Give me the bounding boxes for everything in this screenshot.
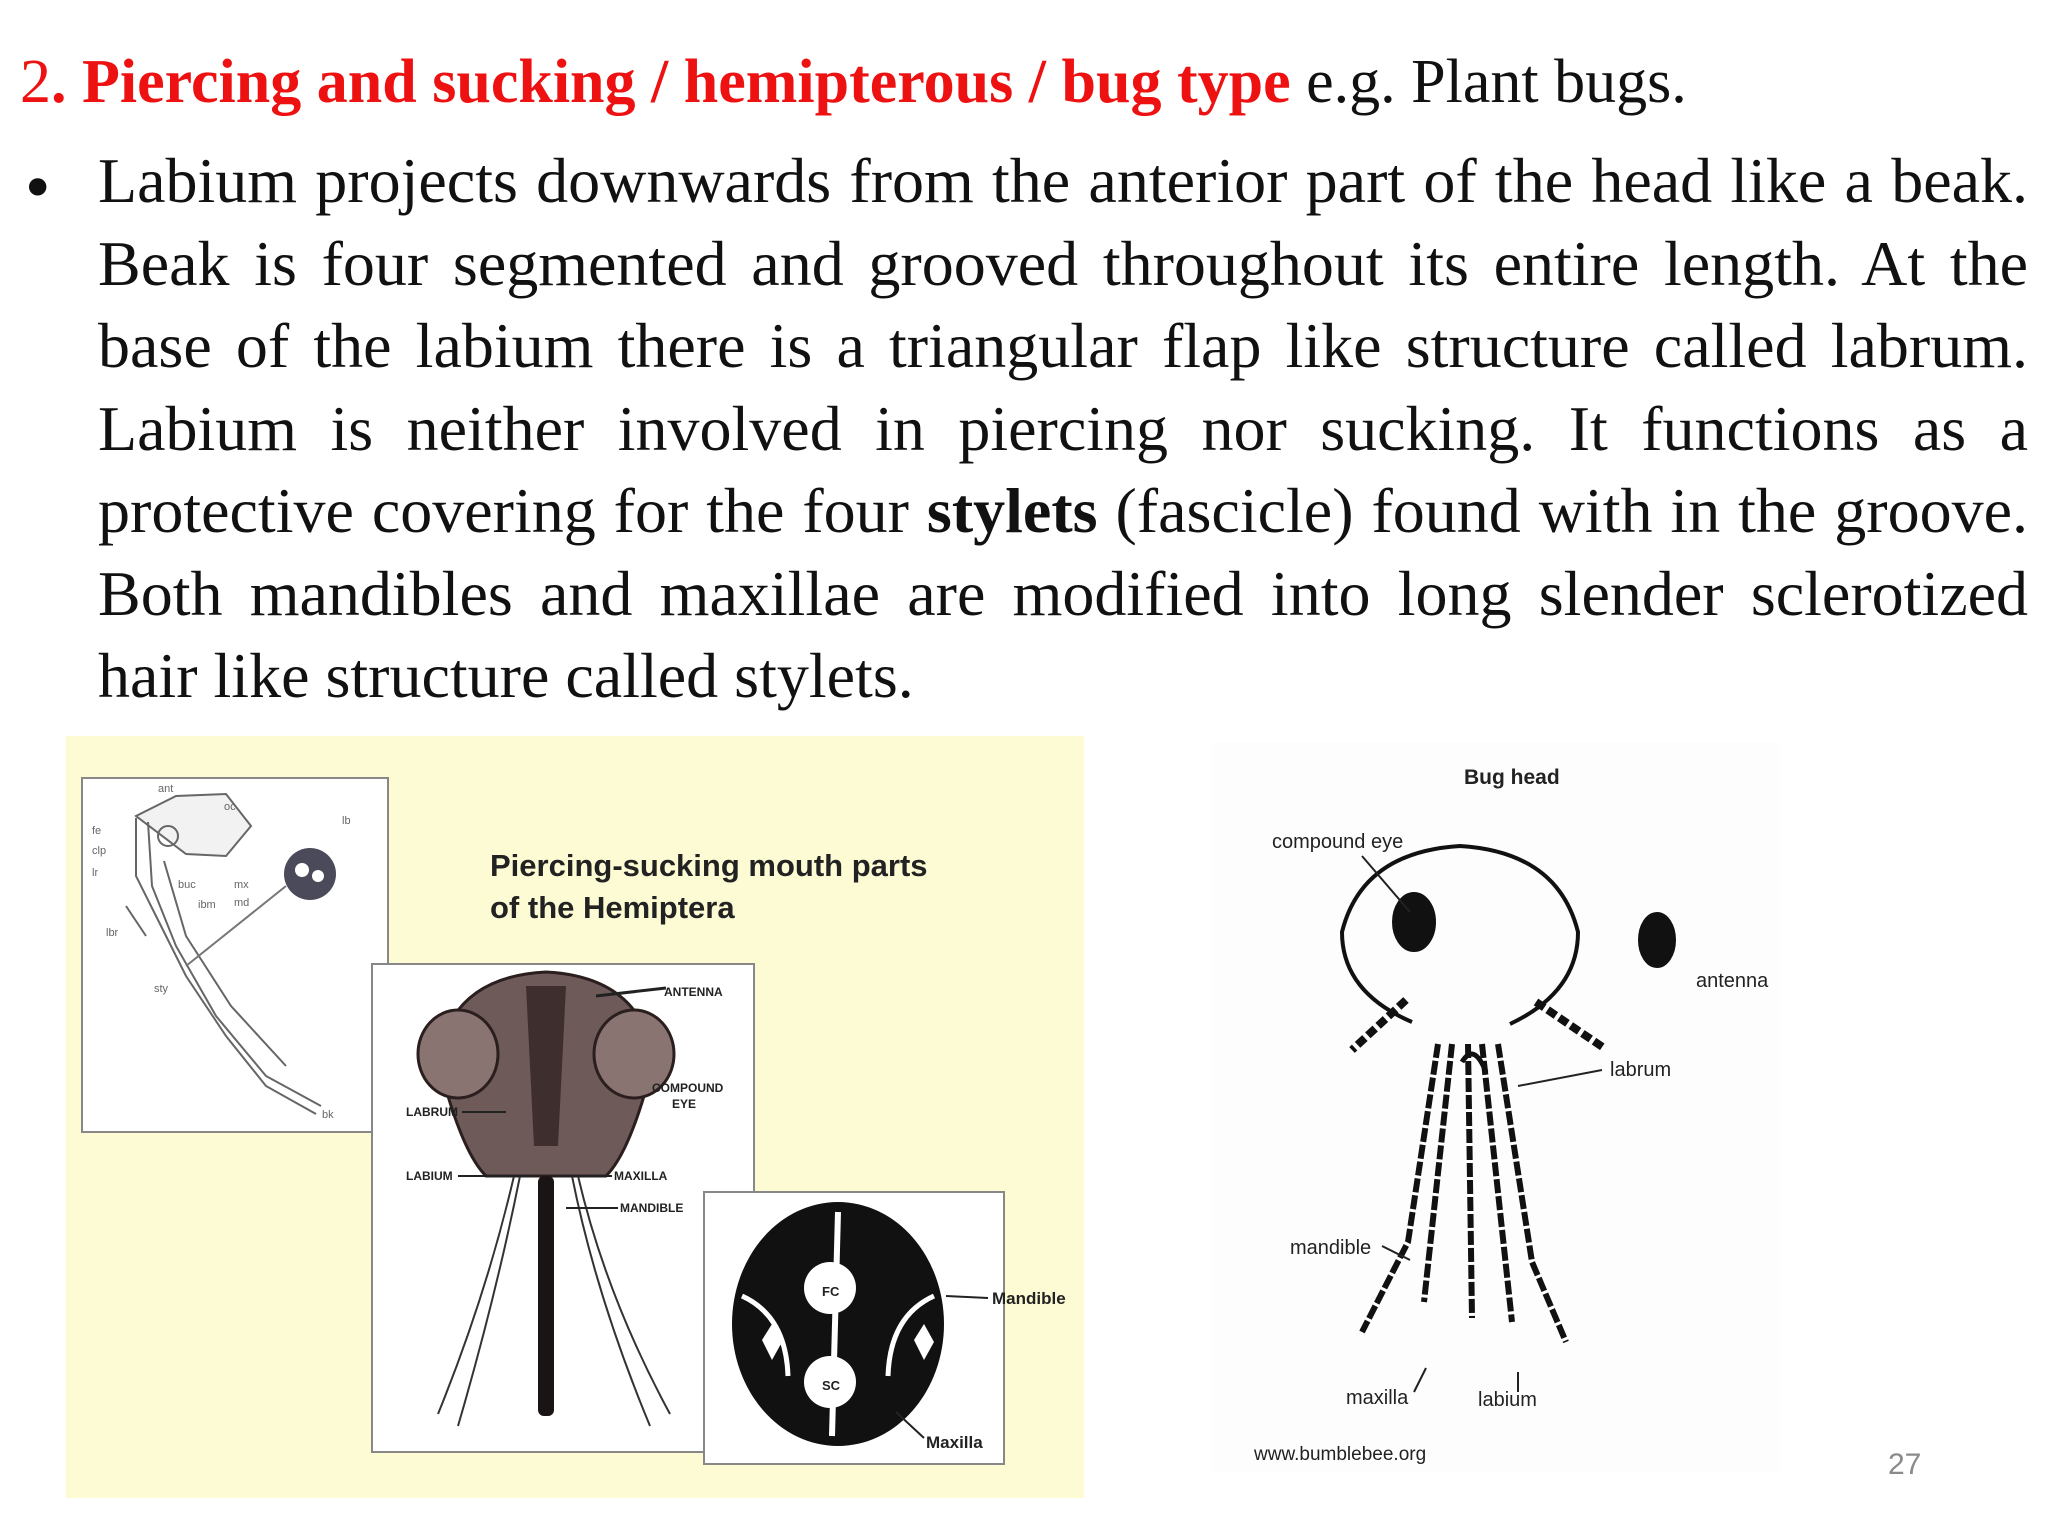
label-lbr: lbr xyxy=(106,927,119,939)
label-cross-maxilla: Maxilla xyxy=(926,1433,983,1452)
label-md: md xyxy=(234,897,249,909)
label-antenna: ANTENNA xyxy=(664,985,723,999)
label-bk: bk xyxy=(322,1109,334,1121)
page-number: 27 xyxy=(1888,1448,1922,1481)
figure-title-line1: Piercing-sucking mouth parts xyxy=(490,848,928,883)
label-labrum-right: labrum xyxy=(1610,1059,1671,1081)
label-buc: buc xyxy=(178,879,196,891)
label-sty: sty xyxy=(154,983,169,995)
label-mx: mx xyxy=(234,879,249,891)
label-ant: ant xyxy=(158,783,173,795)
bullet-marker: • xyxy=(20,154,56,224)
label-sc: SC xyxy=(822,1378,841,1393)
bullet-paragraph: Labium projects downwards from the anter… xyxy=(98,140,2028,718)
label-labium: LABIUM xyxy=(406,1169,453,1183)
bug-head-front-view xyxy=(416,970,676,1427)
label-mandible: MANDIBLE xyxy=(620,1201,683,1215)
paragraph-bold-stylets: stylets xyxy=(926,475,1098,546)
paragraph-text-1: Labium projects downwards from the anter… xyxy=(98,145,2028,546)
bug-head-title: Bug head xyxy=(1464,766,1560,789)
label-fe: fe xyxy=(92,825,101,837)
heading-example: e.g. Plant bugs. xyxy=(1290,48,1687,116)
label-compound-eye-1: COMPOUND xyxy=(652,1081,724,1095)
label-antenna-right: antenna xyxy=(1696,970,1769,992)
bug-head-figure: Bug head compound eye antenna labrum man… xyxy=(1212,742,1780,1472)
label-lr: lr xyxy=(92,867,98,879)
bug-head-drawing xyxy=(1339,843,1676,1344)
slide-heading: 2. Piercing and sucking / hemipterous / … xyxy=(20,42,1687,122)
label-compound-eye-2: EYE xyxy=(672,1097,696,1111)
paragraph-text-2: (fascicle) found with in the groove. Bot… xyxy=(98,475,2029,711)
side-view-drawing xyxy=(125,792,322,1115)
label-oc: oc xyxy=(224,801,236,813)
label-compound-eye: compound eye xyxy=(1272,831,1403,853)
heading-number: 2 xyxy=(20,48,51,116)
label-cross-mandible: Mandible xyxy=(992,1289,1066,1308)
hemiptera-mouthparts-figure: ant oc fe clp lr buc mx md lbr ibm sty l… xyxy=(66,736,1084,1498)
label-fc: FC xyxy=(822,1284,840,1299)
label-maxilla: MAXILLA xyxy=(614,1169,668,1183)
bug-head-illustration: Bug head compound eye antenna labrum man… xyxy=(1253,766,1769,1465)
stylet-cross-section xyxy=(732,1202,944,1446)
heading-title: . Piercing and sucking / hemipterous / b… xyxy=(51,48,1291,116)
label-labium-right: labium xyxy=(1478,1389,1537,1411)
stylet-bundle-section xyxy=(284,848,336,900)
figure-title-line2: of the Hemiptera xyxy=(490,890,735,925)
label-mandible-right: mandible xyxy=(1290,1237,1371,1259)
label-maxilla-right: maxilla xyxy=(1346,1387,1409,1409)
label-clp: clp xyxy=(92,845,106,857)
credit-bumblebee: www.bumblebee.org xyxy=(1253,1444,1426,1465)
label-lb: lb xyxy=(342,815,351,827)
hemiptera-mouthparts-illustration: ant oc fe clp lr buc mx md lbr ibm sty l… xyxy=(81,777,1066,1465)
label-labrum: LABRUM xyxy=(406,1105,458,1119)
label-ibm: ibm xyxy=(198,899,216,911)
